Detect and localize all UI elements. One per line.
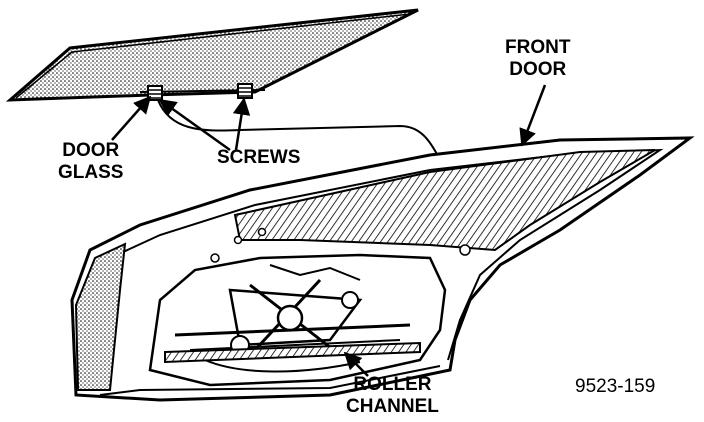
door-glass-leader [111, 95, 152, 141]
screws-leader-left [158, 98, 231, 152]
roller-channel-label: ROLLER CHANNEL [346, 374, 439, 418]
front-door-illustration [70, 136, 695, 402]
screw-right [237, 83, 253, 99]
front-door-label-line2: DOOR [509, 59, 567, 80]
door-glass-label: DOOR GLASS [58, 140, 123, 184]
roller-channel-leader [343, 351, 369, 377]
front-door-leader [519, 84, 547, 147]
figure-id: 9523-159 [575, 376, 655, 398]
roller-channel-label-line1: ROLLER [353, 374, 432, 395]
screws-label: SCREWS [217, 147, 300, 169]
window-regulator [174, 264, 411, 373]
roller-channel [164, 341, 421, 364]
screws-label-text: SCREWS [217, 147, 301, 168]
door-glass-label-line1: DOOR [62, 140, 120, 161]
door-glass-label-line2: GLASS [58, 162, 124, 183]
roller-channel-label-line2: CHANNEL [346, 396, 439, 417]
door-glass-illustration [5, 8, 419, 102]
front-door-label: FRONT DOOR [505, 37, 570, 81]
figure-id-text: 9523-159 [575, 376, 656, 397]
front-door-label-line1: FRONT [505, 37, 571, 58]
leader-lines [111, 84, 547, 377]
screws-leader-right [232, 97, 251, 151]
